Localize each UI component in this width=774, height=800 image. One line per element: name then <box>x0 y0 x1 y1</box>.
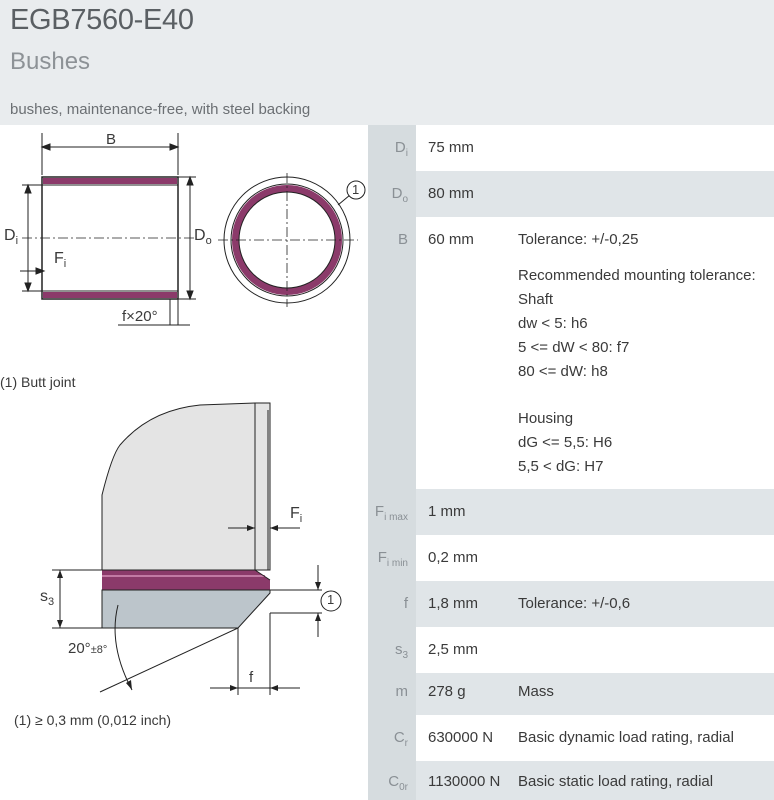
spec-symbol: Fi min <box>377 549 408 569</box>
detail-label-angle: 20°±8° <box>68 640 108 657</box>
page-subtitle: Bushes <box>10 48 91 75</box>
spec-note: Basic dynamic load rating, radial <box>518 729 734 746</box>
spec-row-fimin: Fi min 0,2 mm <box>368 535 774 581</box>
callout-1-detail: 1 <box>327 592 335 607</box>
detail-label-f: f <box>249 669 254 686</box>
technical-drawings: B Di Do Fi f×20° 1 (1) Butt joint Fi s3 … <box>0 125 368 800</box>
spec-row-f: f 1,8 mm Tolerance: +/-0,6 <box>368 581 774 627</box>
spec-note: dw < 5: h6 <box>518 315 588 332</box>
spec-row-do: Do 80 mm <box>368 171 774 217</box>
page-title: EGB7560-E40 <box>10 4 194 36</box>
spec-note: Recommended mounting tolerance: <box>518 267 756 284</box>
spec-value: 0,2 mm <box>428 549 479 566</box>
bush-section-view <box>20 133 196 326</box>
spec-note: Housing <box>518 410 574 427</box>
spec-note: 5,5 < dG: H7 <box>518 458 604 475</box>
page-header: EGB7560-E40 Bushes bushes, maintenance-f… <box>0 0 774 125</box>
spec-note: Mass <box>518 683 554 700</box>
spec-note: dG <= 5,5: H6 <box>518 434 613 451</box>
spec-row-c0r: C0r 1130000 N Basic static load rating, … <box>368 761 774 800</box>
spec-value: 630000 N <box>428 729 494 746</box>
spec-label-column <box>368 125 416 800</box>
label-b: B <box>106 131 117 148</box>
spec-value: 75 mm <box>428 139 474 156</box>
note-min-dim: (1) ≥ 0,3 mm (0,012 inch) <box>14 712 172 728</box>
spec-row-mass: m 278 g Mass <box>368 673 774 715</box>
spec-value: 60 mm <box>428 231 474 248</box>
spec-symbol: Fi max <box>374 503 408 523</box>
spec-note: 5 <= dW < 80: f7 <box>518 339 630 356</box>
spec-symbol: m <box>395 683 409 700</box>
spec-note: Tolerance: +/-0,25 <box>518 231 639 248</box>
detail-label-s3: s3 <box>40 588 55 609</box>
spec-symbol: B <box>397 231 408 248</box>
spec-symbol: C0r <box>388 773 408 793</box>
spec-symbol: s3 <box>394 641 408 661</box>
detail-label-fi: Fi <box>290 505 303 526</box>
spec-value: 1,8 mm <box>428 595 479 612</box>
spec-value: 278 g <box>428 683 466 700</box>
spec-symbol: Do <box>391 185 408 205</box>
spec-note: 80 <= dW: h8 <box>518 363 608 380</box>
spec-row-di: Di 75 mm <box>368 125 774 171</box>
spec-value: 1130000 N <box>428 773 501 790</box>
spec-note: Basic static load rating, radial <box>518 773 714 790</box>
spec-table: Di 75 mm Do 80 mm B 60 mm Tolerance: +/-… <box>368 125 774 800</box>
spec-row-s3: s3 2,5 mm <box>368 627 774 673</box>
bush-end-view <box>218 173 366 307</box>
label-fi: Fi <box>54 250 67 271</box>
spec-value: 2,5 mm <box>428 641 479 658</box>
spec-symbol: f <box>403 595 408 612</box>
label-di: Di <box>4 227 19 248</box>
spec-value: 1 mm <box>428 503 466 520</box>
label-chamfer: f×20° <box>122 308 158 325</box>
spec-note: Shaft <box>518 291 554 308</box>
spec-value: 80 mm <box>428 185 474 202</box>
note-butt-joint: (1) Butt joint <box>0 374 76 390</box>
spec-note: Tolerance: +/-0,6 <box>518 595 631 612</box>
spec-row-b: B 60 mm Tolerance: +/-0,25 Recommended m… <box>368 217 774 489</box>
product-description: bushes, maintenance-free, with steel bac… <box>10 101 311 118</box>
spec-symbol: Cr <box>393 729 408 749</box>
spec-symbol: Di <box>394 139 408 159</box>
detail-view <box>52 402 342 695</box>
spec-row-fimax: Fi max 1 mm <box>368 489 774 535</box>
label-do: Do <box>194 227 212 248</box>
bush-drawings-svg <box>20 133 366 695</box>
spec-row-cr: Cr 630000 N Basic dynamic load rating, r… <box>368 715 774 761</box>
callout-1-top: 1 <box>352 182 360 197</box>
